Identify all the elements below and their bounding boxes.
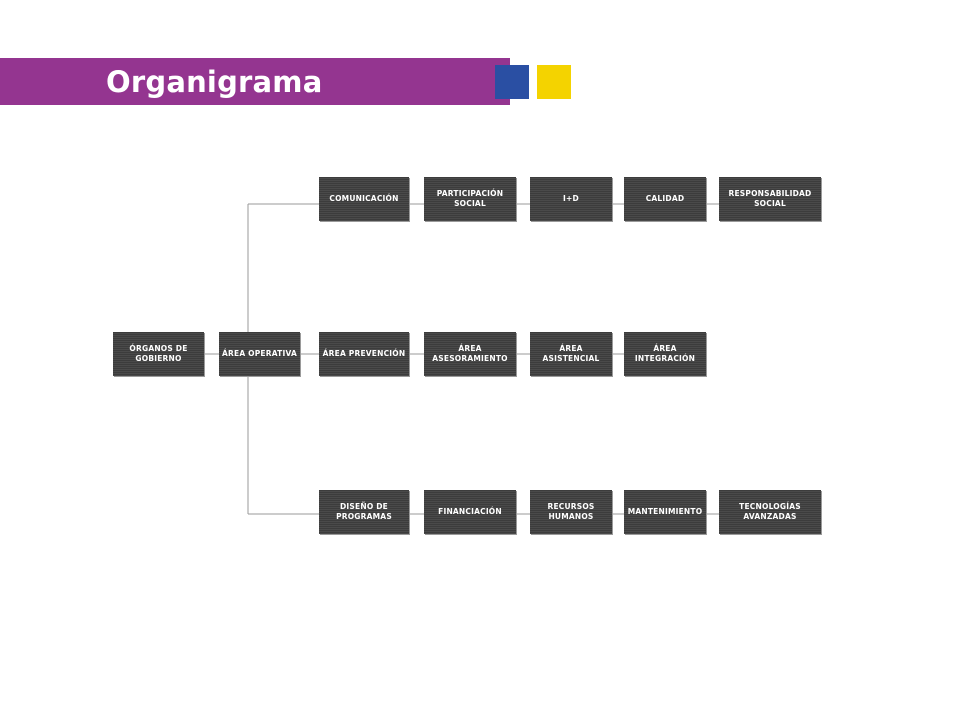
page-title: Organigrama xyxy=(106,65,323,99)
node-area-asesoramiento: ÁREA ASESORAMIENTO xyxy=(424,332,516,376)
node-participacion-social: PARTICIPACIÓN SOCIAL xyxy=(424,177,516,221)
node-area-prevencion: ÁREA PREVENCIÓN xyxy=(319,332,409,376)
node-recursos-humanos: RECURSOS HUMANOS xyxy=(530,490,612,534)
blue-square-decoration xyxy=(495,65,529,99)
node-responsabilidad-social: RESPONSABILIDAD SOCIAL xyxy=(719,177,821,221)
node-tecnologias-avanzadas: TECNOLOGÍAS AVANZADAS xyxy=(719,490,821,534)
node-comunicacion: COMUNICACIÓN xyxy=(319,177,409,221)
node-i-d: I+D xyxy=(530,177,612,221)
node-mantenimiento: MANTENIMIENTO xyxy=(624,490,706,534)
yellow-square-decoration xyxy=(537,65,571,99)
node-calidad: CALIDAD xyxy=(624,177,706,221)
node-area-integracion: ÁREA INTEGRACIÓN xyxy=(624,332,706,376)
node-area-operativa: ÁREA OPERATIVA xyxy=(219,332,300,376)
node-diseno-programas: DISEÑO DE PROGRAMAS xyxy=(319,490,409,534)
node-financiacion: FINANCIACIÓN xyxy=(424,490,516,534)
node-organos-gobierno: ÓRGANOS DE GOBIERNO xyxy=(113,332,204,376)
title-bar xyxy=(0,58,510,105)
node-area-asistencial: ÁREA ASISTENCIAL xyxy=(530,332,612,376)
